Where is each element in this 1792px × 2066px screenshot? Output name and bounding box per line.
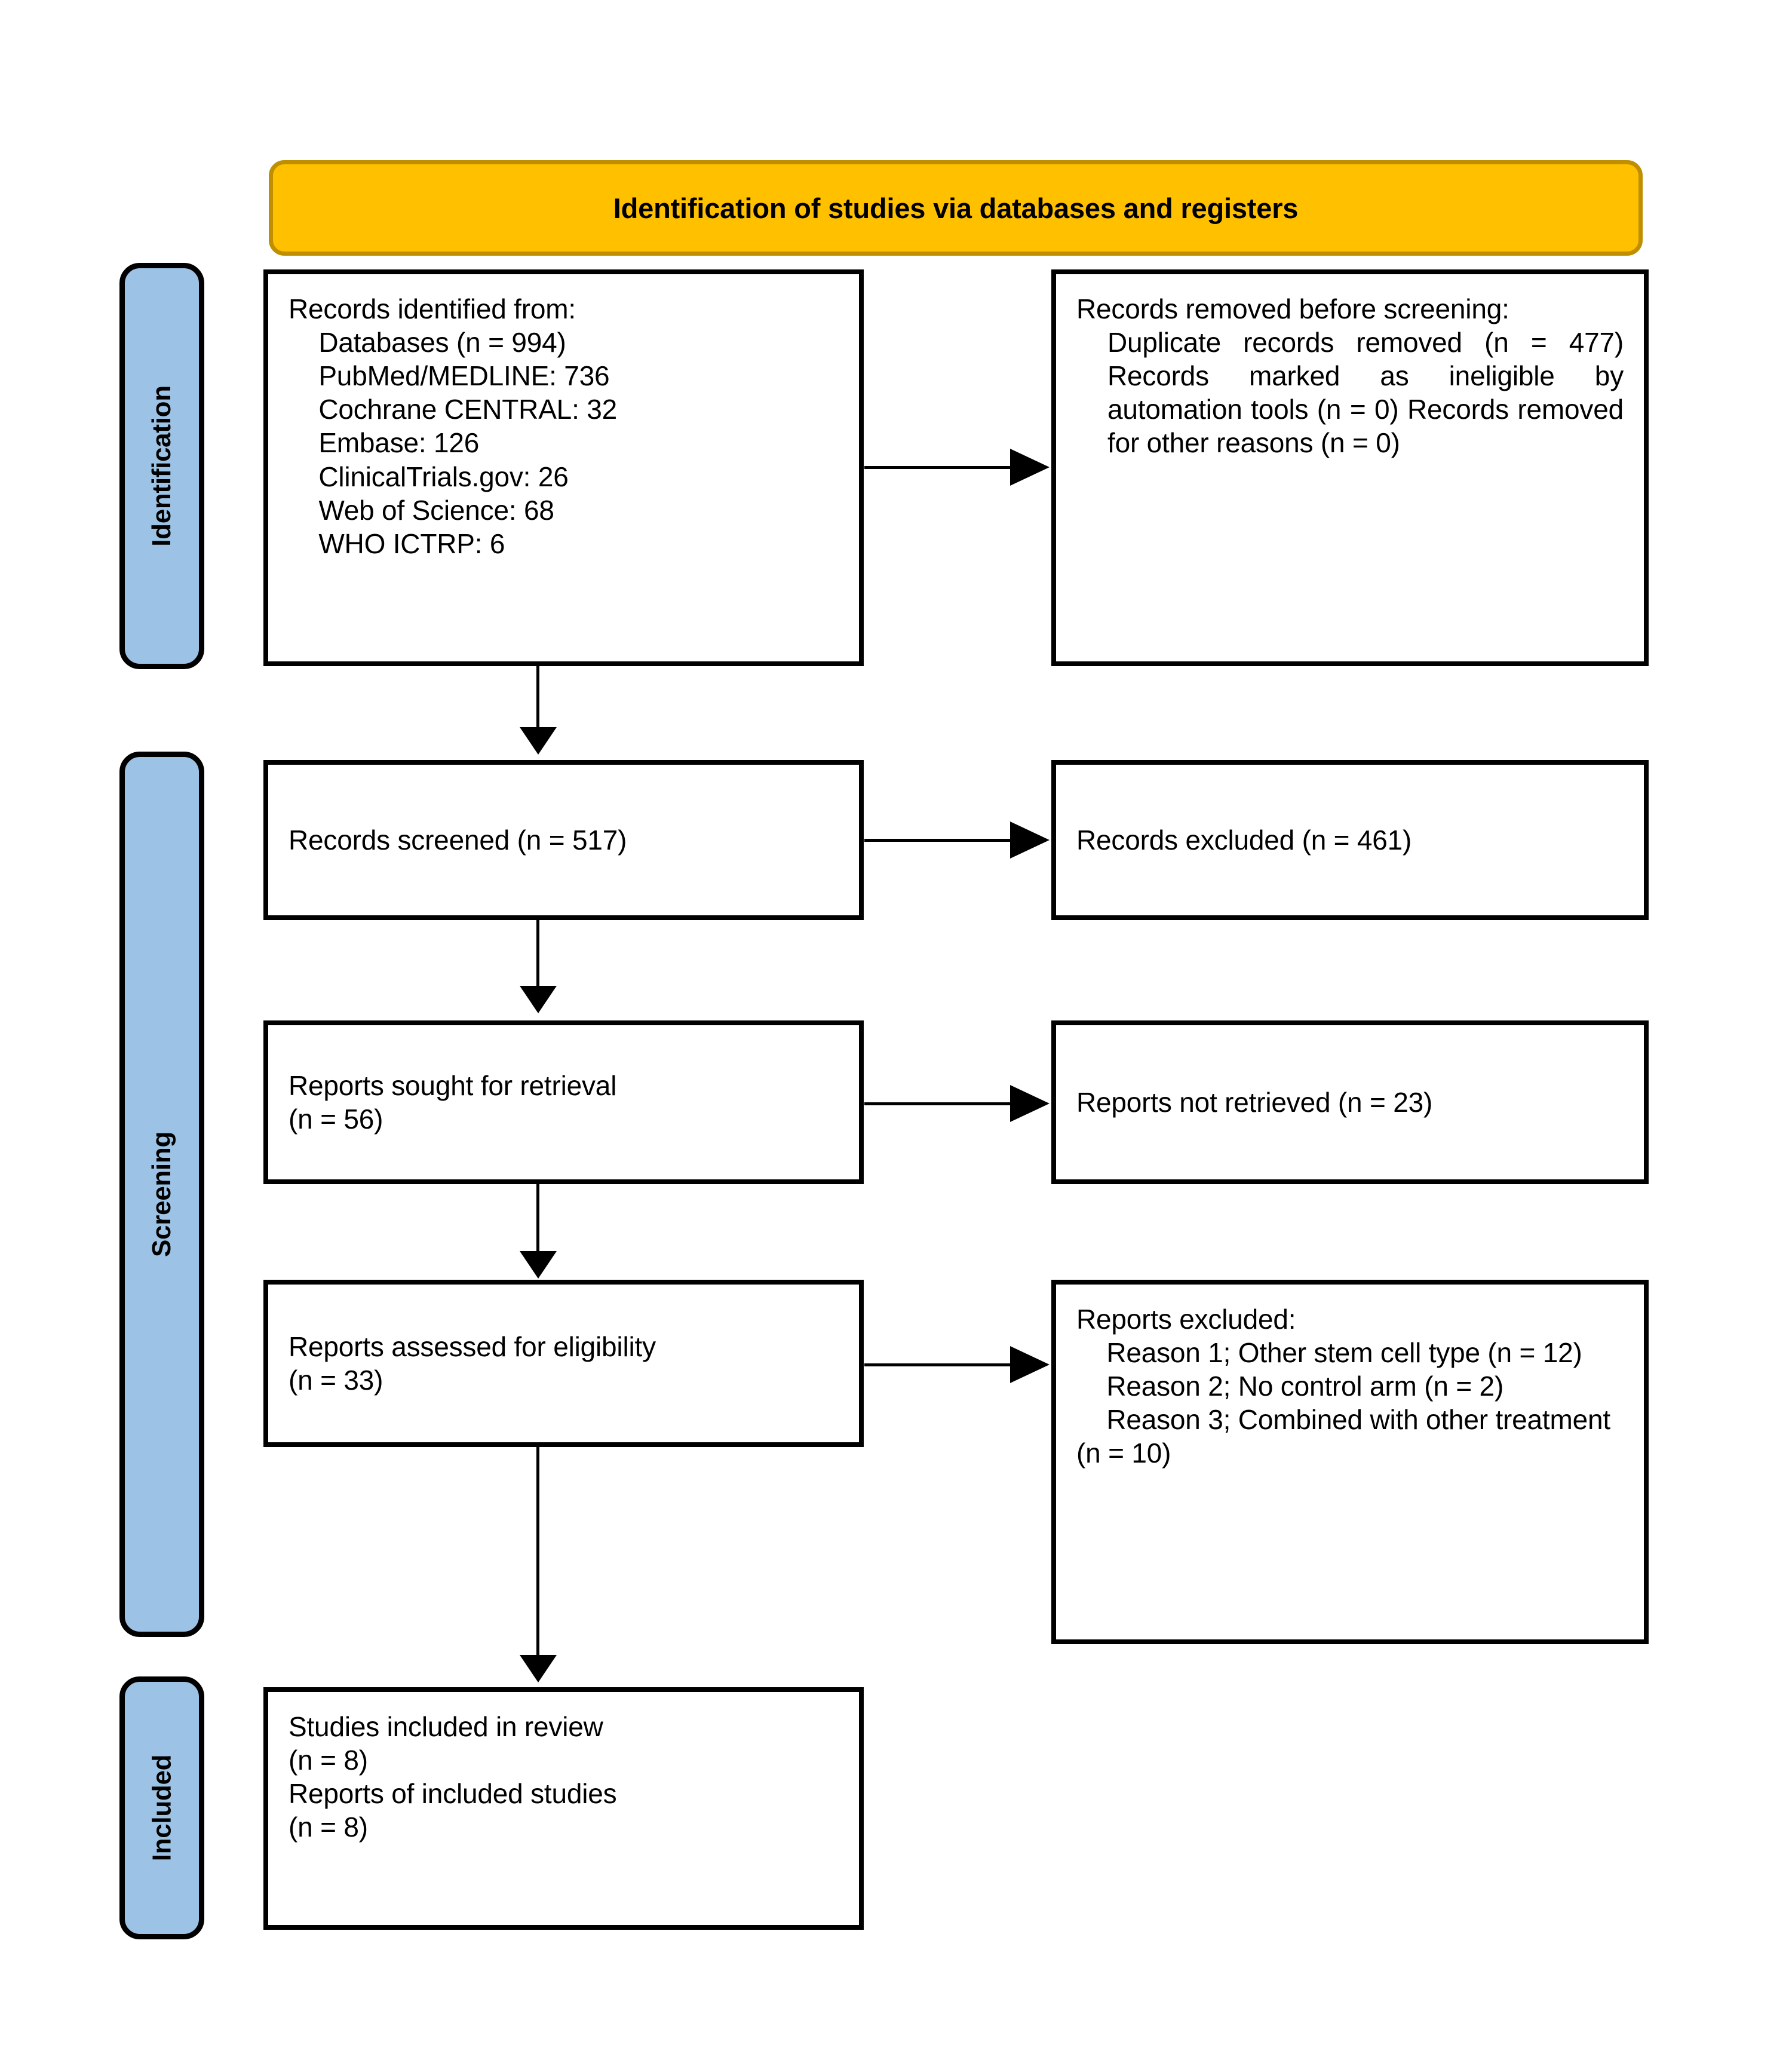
box-records-screened: Records screened (n = 517) [263, 760, 864, 920]
box-records-removed-before-screening: Records removed before screening: Duplic… [1051, 269, 1649, 666]
stage-pill-label-identification: Identification [147, 385, 177, 547]
box-reports-assessed-for-eligibility: Reports assessed for eligibility (n = 33… [263, 1280, 864, 1447]
stage-pill-screening: Screening [119, 752, 204, 1637]
box-reports-excluded: Reports excluded: Reason 1; Other stem c… [1051, 1280, 1649, 1644]
connector-identified-to-removed-line [864, 466, 1014, 469]
arrowhead-right-icon [1010, 449, 1050, 486]
connector-screened-to-excluded-line [864, 839, 1014, 842]
stage-banner-label: Identification of studies via databases … [613, 192, 1299, 224]
connector-screened-to-sought-line [536, 920, 539, 987]
connector-sought-to-assessed-line [536, 1184, 539, 1252]
stage-pill-identification: Identification [119, 263, 204, 669]
arrowhead-right-icon [1010, 1346, 1050, 1383]
arrowhead-down-icon [520, 727, 557, 755]
box-records-identified-text: Records identified from: Databases (n = … [289, 293, 617, 559]
arrowhead-right-icon [1010, 822, 1050, 859]
arrowhead-down-icon [520, 1655, 557, 1682]
box-reports-assessed-text: Reports assessed for eligibility (n = 33… [289, 1331, 656, 1396]
box-reports-excluded-text: Reports excluded: Reason 1; Other stem c… [1076, 1304, 1610, 1469]
box-studies-included-text: Studies included in review (n = 8) Repor… [289, 1711, 617, 1843]
connector-sought-to-not-retrieved-line [864, 1102, 1014, 1105]
arrowhead-down-icon [520, 1251, 557, 1279]
box-records-excluded-text: Records excluded (n = 461) [1076, 824, 1412, 856]
box-records-screened-text: Records screened (n = 517) [289, 824, 627, 856]
box-records-removed-heading: Records removed before screening: [1076, 293, 1509, 324]
box-records-identified: Records identified from: Databases (n = … [263, 269, 864, 666]
stage-banner-identification: Identification of studies via databases … [269, 160, 1643, 256]
box-reports-not-retrieved: Reports not retrieved (n = 23) [1051, 1020, 1649, 1184]
box-records-excluded: Records excluded (n = 461) [1051, 760, 1649, 920]
box-records-removed-body: Duplicate records removed (n = 477) Reco… [1107, 327, 1631, 459]
stage-pill-included: Included [119, 1676, 204, 1939]
box-reports-sought-text: Reports sought for retrieval (n = 56) [289, 1069, 617, 1135]
connector-assessed-to-excluded-line [864, 1363, 1014, 1366]
stage-pill-label-screening: Screening [147, 1131, 177, 1258]
connector-identified-to-screened-line [536, 666, 539, 728]
box-studies-included: Studies included in review (n = 8) Repor… [263, 1687, 864, 1930]
box-reports-sought-for-retrieval: Reports sought for retrieval (n = 56) [263, 1020, 864, 1184]
box-reports-not-retrieved-text: Reports not retrieved (n = 23) [1076, 1086, 1433, 1118]
stage-pill-label-included: Included [147, 1754, 176, 1862]
connector-assessed-to-included-line [536, 1447, 539, 1656]
arrowhead-down-icon [520, 986, 557, 1013]
arrowhead-right-icon [1010, 1085, 1050, 1122]
